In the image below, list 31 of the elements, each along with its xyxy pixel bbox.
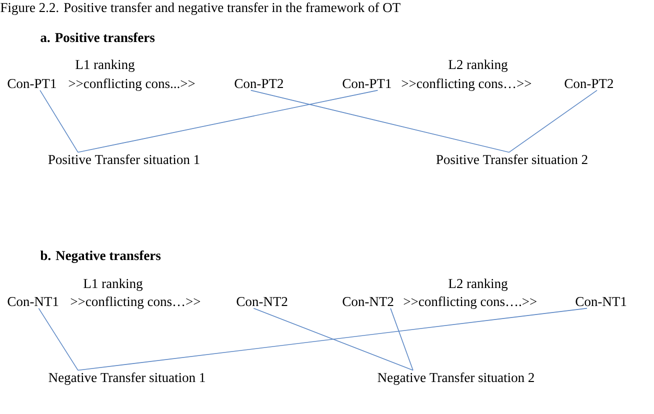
ranking-label: L1 ranking — [84, 278, 143, 291]
connector-line — [78, 308, 588, 371]
constraint-label: Con-PT1 — [342, 79, 391, 88]
connector-line — [38, 308, 78, 371]
constraint-label: Con-NT1 — [576, 297, 626, 306]
ranking-label: L2 ranking — [448, 60, 508, 72]
connector-line — [250, 90, 510, 153]
ranking-text: >>conflicting cons….>> — [404, 296, 536, 309]
connector-line — [508, 90, 598, 153]
situation-label: Positive Transfer situation 1 — [48, 154, 200, 164]
connector-line — [40, 90, 78, 153]
constraint-label: Con-PT2 — [234, 79, 283, 88]
situation-label: Negative Transfer situation 1 — [48, 372, 205, 385]
connector-line — [253, 308, 414, 371]
constraint-label: Con-PT1 — [8, 79, 56, 88]
ranking-label: L2 ranking — [448, 278, 508, 291]
situation-label: Positive Transfer situation 2 — [436, 154, 588, 164]
section-heading: b. Negative transfers — [40, 250, 161, 263]
ranking-text: >>conflicting cons...>> — [68, 78, 195, 91]
constraint-label: Con-NT1 — [8, 297, 58, 306]
constraint-label: Con-NT2 — [236, 297, 288, 306]
constraint-label: Con-NT2 — [342, 297, 394, 306]
figure-title: Figure 2.2. Positive transfer and negative transfer in the framework of OT — [0, 2, 400, 15]
section-heading: a. Positive transfers — [40, 32, 155, 42]
situation-label: Negative Transfer situation 2 — [378, 372, 534, 385]
ranking-label: L1 ranking — [76, 60, 135, 72]
connector-line — [78, 90, 378, 153]
constraint-label: Con-PT2 — [564, 79, 613, 88]
ranking-text: >>conflicting cons…>> — [70, 296, 200, 309]
ranking-text: >>conflicting cons…>> — [402, 78, 532, 91]
connector-line — [390, 308, 414, 371]
